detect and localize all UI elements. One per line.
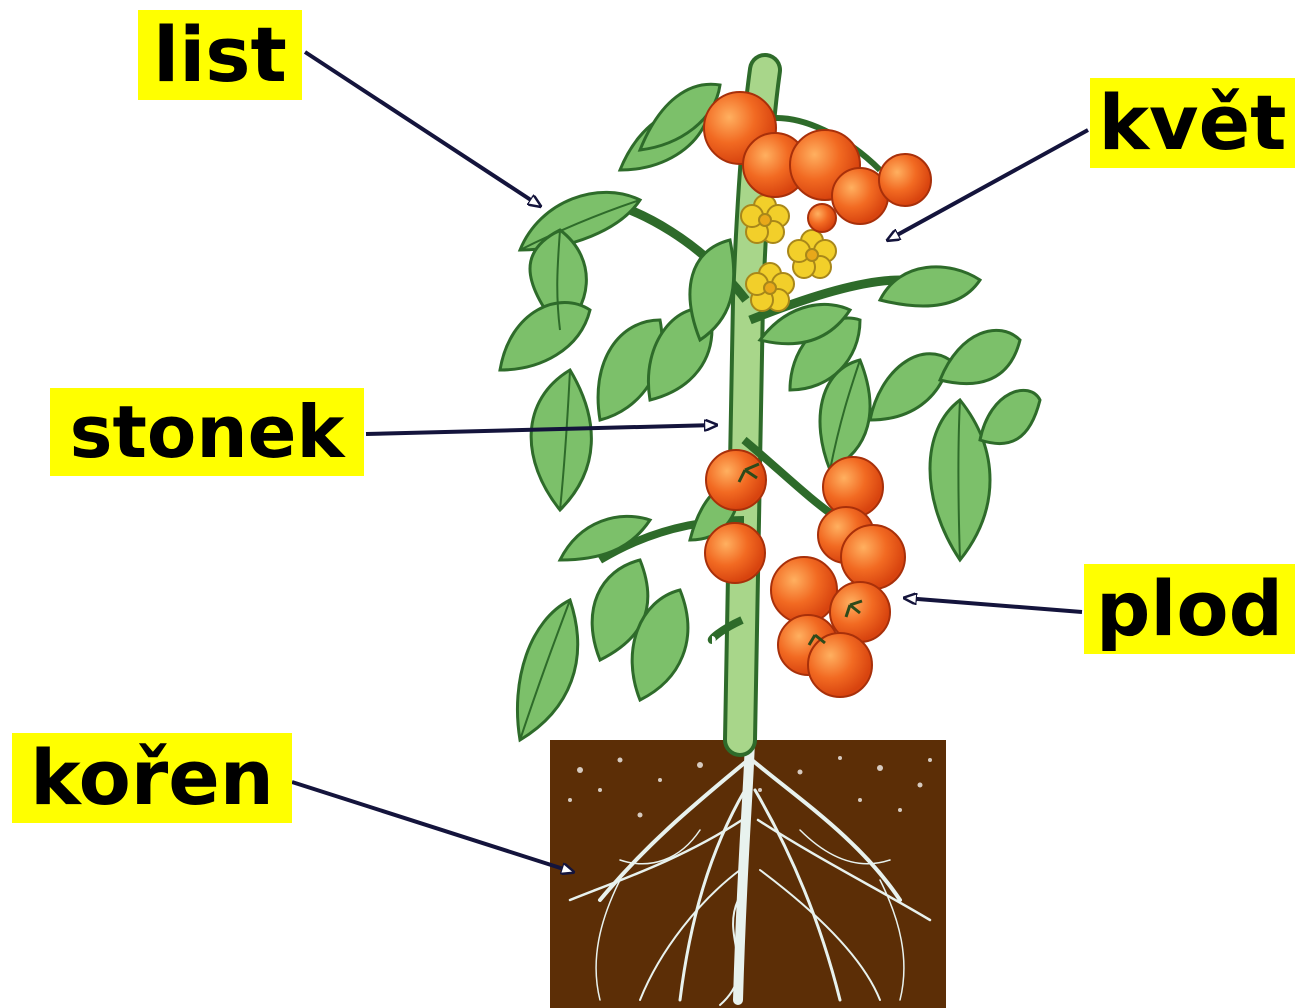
- arrow-plod: [905, 598, 1082, 612]
- arrow-list: [305, 52, 540, 206]
- label-plod: plod: [1084, 564, 1295, 654]
- label-stonek: stonek: [50, 388, 364, 476]
- label-kvet: květ: [1090, 78, 1295, 168]
- label-list: list: [138, 10, 302, 100]
- label-koren: kořen: [12, 733, 292, 823]
- arrow-koren: [292, 782, 573, 872]
